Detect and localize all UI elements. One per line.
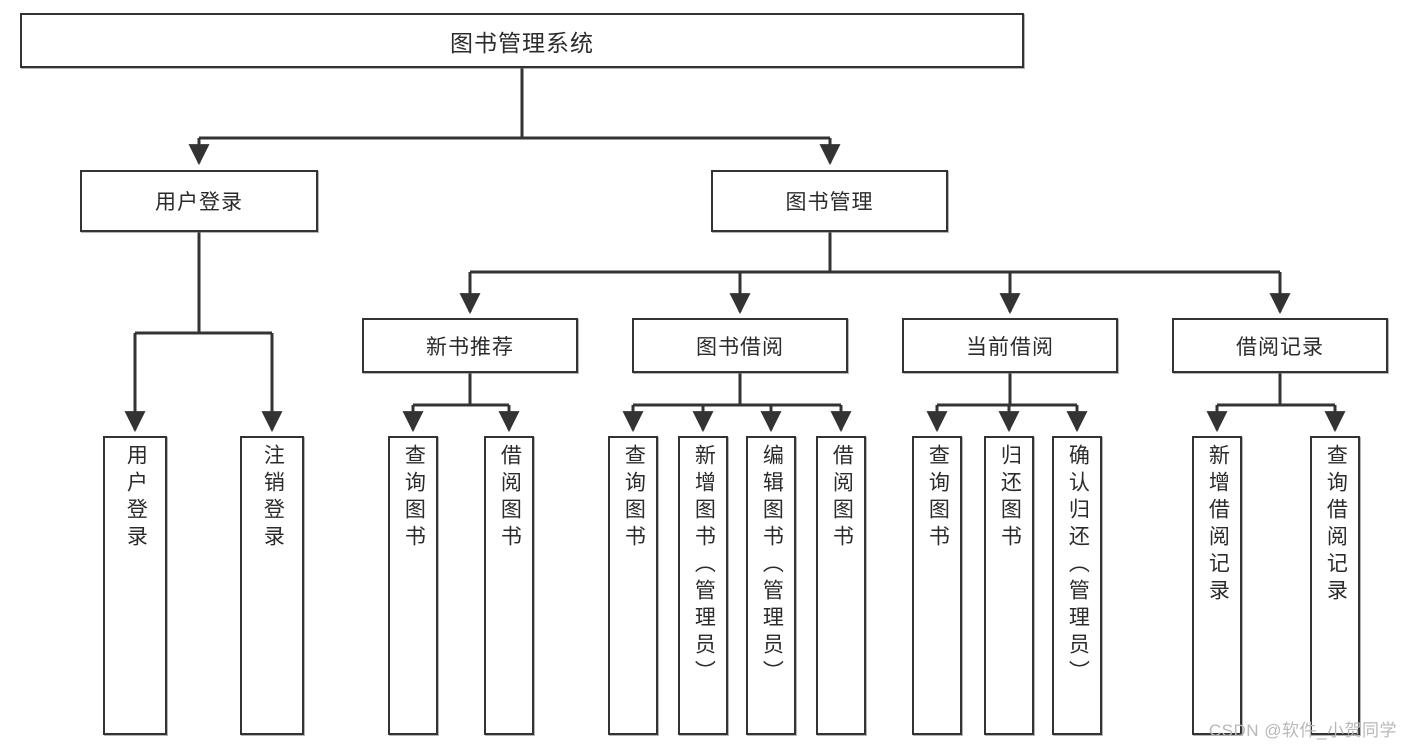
leaf-query-book-borrow[interactable]: 查询图书 xyxy=(608,436,658,735)
leaf-user-login[interactable]: 用户登录 xyxy=(103,436,167,735)
node-book-manage[interactable]: 图书管理 xyxy=(711,170,948,232)
node-label: 借阅图书 xyxy=(498,444,522,552)
node-label: 查询图书 xyxy=(402,444,426,552)
node-system-root[interactable]: 图书管理系统 xyxy=(20,13,1024,68)
node-label: 查询图书 xyxy=(622,444,646,552)
node-label: 图书管理 xyxy=(785,191,874,214)
node-label: 当前借阅 xyxy=(966,335,1054,359)
node-label: 借阅图书 xyxy=(830,444,854,552)
node-label: 新增图书（管理员） xyxy=(692,444,716,687)
node-new-book-recommend[interactable]: 新书推荐 xyxy=(362,318,578,373)
node-borrow-record[interactable]: 借阅记录 xyxy=(1172,318,1388,373)
watermark: CSDN @软件_小贺同学 xyxy=(1208,721,1397,740)
node-label: 查询借阅记录 xyxy=(1324,444,1348,606)
node-label: 注销登录 xyxy=(261,444,285,552)
node-label: 查询图书 xyxy=(926,444,950,552)
node-book-borrow[interactable]: 图书借阅 xyxy=(632,318,848,373)
node-label: 归还图书 xyxy=(998,444,1022,552)
leaf-return-book[interactable]: 归还图书 xyxy=(984,436,1034,735)
leaf-add-borrow-record[interactable]: 新增借阅记录 xyxy=(1192,436,1242,735)
node-label: 借阅记录 xyxy=(1236,335,1324,359)
node-user-login[interactable]: 用户登录 xyxy=(80,170,318,232)
leaf-add-book-admin[interactable]: 新增图书（管理员） xyxy=(678,436,728,735)
node-label: 确认归还（管理员） xyxy=(1066,444,1090,687)
node-label: 新增借阅记录 xyxy=(1206,444,1230,606)
node-label: 图书借阅 xyxy=(696,335,784,359)
node-label: 用户登录 xyxy=(124,444,148,552)
leaf-confirm-return-admin[interactable]: 确认归还（管理员） xyxy=(1052,436,1102,735)
node-label: 新书推荐 xyxy=(426,335,514,359)
node-label: 图书管理系统 xyxy=(450,29,594,56)
leaf-borrow-book[interactable]: 借阅图书 xyxy=(816,436,866,735)
node-current-borrow[interactable]: 当前借阅 xyxy=(902,318,1118,373)
leaf-user-logout[interactable]: 注销登录 xyxy=(240,436,304,735)
leaf-borrow-book-recommend[interactable]: 借阅图书 xyxy=(484,436,534,735)
leaf-query-book-recommend[interactable]: 查询图书 xyxy=(388,436,438,735)
leaf-query-book-current[interactable]: 查询图书 xyxy=(912,436,962,735)
leaf-edit-book-admin[interactable]: 编辑图书（管理员） xyxy=(746,436,796,735)
node-label: 编辑图书（管理员） xyxy=(760,444,784,687)
leaf-query-borrow-record[interactable]: 查询借阅记录 xyxy=(1310,436,1360,735)
node-label: 用户登录 xyxy=(155,191,243,214)
